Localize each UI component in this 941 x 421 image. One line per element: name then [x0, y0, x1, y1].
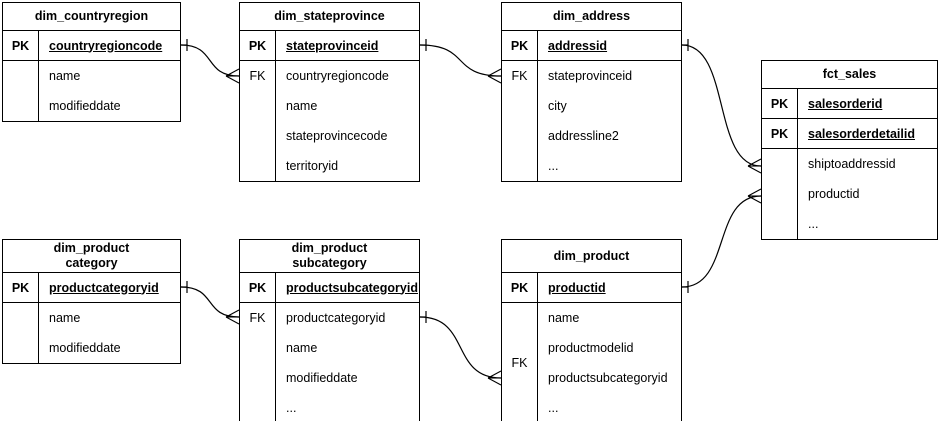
field-name: countryregioncode	[49, 38, 163, 53]
relationship-productsubcategory-to-product	[419, 311, 502, 386]
relationship-productcategory-to-subcategory	[180, 281, 240, 325]
entity-body: name modifieddate	[3, 61, 180, 121]
relationship-address-to-fctsales	[681, 39, 762, 174]
entity-title-line: fct_sales	[822, 67, 877, 81]
body-field-list: productcategoryid name modifieddate...	[276, 303, 419, 421]
key-marker: PK	[502, 273, 538, 302]
field-row: addressline2	[548, 129, 619, 143]
field-row: productmodelid	[548, 341, 634, 355]
field-row: ...	[286, 401, 297, 415]
entity-title-line: dim_product	[53, 241, 130, 255]
entity-body: shiptoaddressid productid...	[762, 149, 937, 239]
field-row: productsubcategoryid	[548, 371, 668, 385]
field-row: name	[286, 99, 318, 113]
body-key-marker: FK	[502, 61, 538, 181]
key-marker: PK	[3, 31, 39, 60]
body-key-marker: FK	[240, 303, 276, 421]
entity-title: dim_product	[502, 240, 681, 273]
entity-body: FK stateprovinceid city addressline2...	[502, 61, 681, 181]
entity-title: dim_countryregion	[3, 3, 180, 31]
entity-key-row[interactable]: PK productcategoryid	[3, 273, 180, 303]
relationship-product-to-fctsales	[681, 188, 762, 293]
field-row: stateprovincecode	[286, 129, 388, 143]
entity-title: dim_stateprovince	[240, 3, 419, 31]
field-name: stateprovinceid	[286, 38, 379, 53]
entity-body: FK name productmodelid productsubcategoryid…	[502, 303, 681, 421]
entity-key-row[interactable]: PK addressid	[502, 31, 681, 61]
field-row: name	[548, 311, 580, 325]
body-field-list: stateprovinceid city addressline2...	[538, 61, 681, 181]
field-row: productid	[808, 187, 860, 201]
body-key-marker	[3, 61, 39, 121]
field-name: salesorderdetailid	[808, 126, 915, 141]
body-field-list: countryregioncode name stateprovincecode te…	[276, 61, 419, 181]
field-name: productsubcategoryid	[286, 280, 418, 295]
entity-title-line: dim_stateprovince	[274, 9, 385, 23]
entity-title-line: dim_countryregion	[34, 9, 149, 23]
body-field-list: name modifieddate	[39, 61, 180, 121]
entity-key-row[interactable]: PK countryregioncode	[3, 31, 180, 61]
field-row: name	[49, 311, 81, 325]
entity-key-row[interactable]: PK productid	[502, 273, 681, 303]
entity-key-row[interactable]: PK productsubcategoryid	[240, 273, 419, 303]
field-row: modifieddate	[49, 99, 121, 113]
entity-key-row[interactable]: PK salesorderid	[762, 89, 937, 119]
field-row: modifieddate	[286, 371, 358, 385]
field-name: productid	[548, 280, 606, 295]
key-marker: PK	[240, 31, 276, 60]
field-row: stateprovinceid	[548, 69, 633, 83]
entity-title: dim_address	[502, 3, 681, 31]
relationship-countryregion-to-stateprovince	[180, 39, 240, 84]
field-row: name	[286, 341, 318, 355]
entity-body: FK countryregioncode name stateprovincecode…	[240, 61, 419, 181]
key-marker: PK	[502, 31, 538, 60]
entity-title-line: subcategory	[292, 256, 367, 270]
entity-title-line: dim_product	[291, 241, 368, 255]
entity-title-line: dim_product	[553, 248, 630, 263]
key-marker: PK	[762, 119, 798, 148]
entity-key-row[interactable]: PK salesorderdetailid	[762, 119, 937, 149]
field-name: salesorderid	[808, 96, 883, 111]
entity-title-line: category	[65, 256, 118, 270]
field-name: addressid	[548, 38, 608, 53]
field-row: name	[49, 69, 81, 83]
field-row: ...	[808, 217, 819, 231]
field-row: countryregioncode	[286, 69, 389, 83]
field-row: modifieddate	[49, 341, 121, 355]
field-row: territoryid	[286, 159, 339, 173]
field-row: ...	[548, 401, 559, 415]
body-field-list: shiptoaddressid productid...	[798, 149, 937, 239]
field-name: productcategoryid	[49, 280, 159, 295]
body-key-marker	[3, 303, 39, 363]
field-row: ...	[548, 159, 559, 173]
field-row: city	[548, 99, 567, 113]
entity-title-line: dim_address	[552, 9, 631, 23]
entity-key-row[interactable]: PK stateprovinceid	[240, 31, 419, 61]
body-field-list: name modifieddate	[39, 303, 180, 363]
entity-body: FK productcategoryid name modifieddate...	[240, 303, 419, 421]
body-field-list: name productmodelid productsubcategoryid..…	[538, 303, 681, 421]
field-row: productcategoryid	[286, 311, 386, 325]
key-marker: PK	[762, 89, 798, 118]
entity-title: fct_sales	[762, 61, 937, 89]
key-marker: PK	[240, 273, 276, 302]
field-row: shiptoaddressid	[808, 157, 896, 171]
relationship-stateprovince-to-address	[419, 39, 502, 84]
entity-body: name modifieddate	[3, 303, 180, 363]
key-marker: PK	[3, 273, 39, 302]
body-key-marker: FK	[240, 61, 276, 181]
body-key-marker	[762, 149, 798, 239]
body-key-marker: FK	[502, 303, 538, 421]
